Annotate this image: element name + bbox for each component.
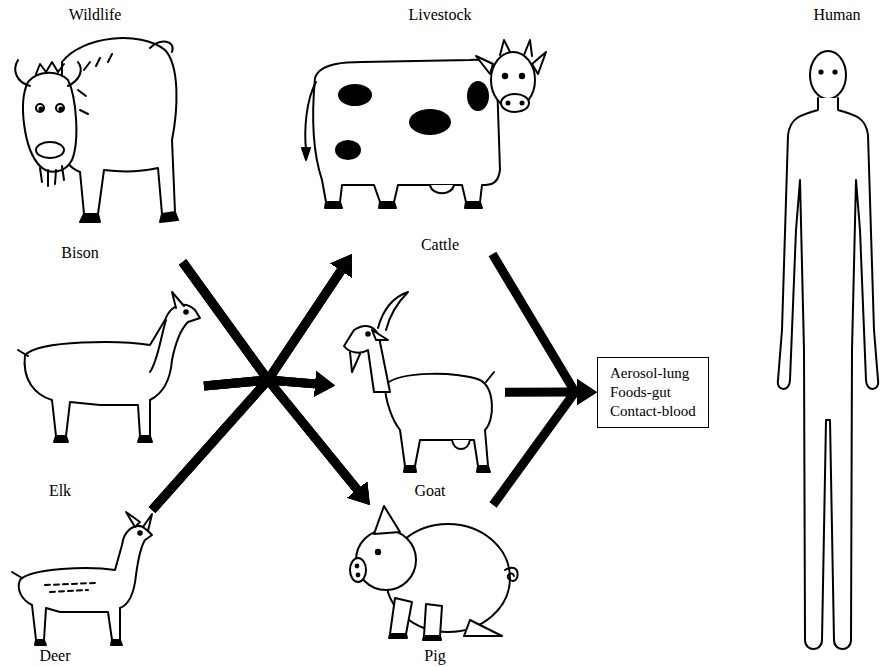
wildlife-node: Bison — [8, 28, 188, 262]
node-caption: Human — [813, 6, 860, 24]
transmission-arrow — [493, 392, 577, 505]
route-text: Foods-gut — [610, 383, 696, 402]
pig-drawing — [350, 506, 518, 640]
transmission-arrow — [505, 388, 577, 397]
livestock-node: Goat — [335, 285, 505, 500]
deer-drawing — [12, 512, 152, 645]
goat-drawing — [344, 292, 494, 472]
column-heading: Wildlife — [69, 6, 122, 24]
route-box: Aerosol-lungFoods-gutContact-blood — [597, 357, 709, 428]
node-caption: Elk — [49, 482, 71, 500]
transmission-arrow — [492, 254, 577, 392]
transmission-arrow — [152, 380, 357, 510]
transmission-arrow — [152, 380, 315, 510]
transmission-arrow — [183, 262, 341, 380]
transmission-arrow — [183, 262, 315, 384]
cattle-drawing — [302, 40, 546, 208]
node-caption: Deer — [39, 647, 70, 665]
wildlife-node: Elk — [12, 290, 204, 500]
node-caption: Bison — [61, 244, 98, 262]
human-figure — [778, 51, 878, 649]
human-node: Human — [768, 6, 884, 662]
elk-drawing — [18, 292, 200, 442]
node-caption: Cattle — [421, 236, 459, 254]
route-text: Aerosol-lung — [610, 364, 696, 383]
wildlife-node: Deer — [8, 510, 158, 665]
livestock-node: Pig — [345, 505, 525, 665]
node-caption: Pig — [424, 647, 445, 665]
route-text: Contact-blood — [610, 402, 696, 421]
column-heading: Livestock — [408, 6, 471, 24]
livestock-node: Cattle — [302, 32, 550, 254]
node-caption: Goat — [414, 482, 445, 500]
bison-drawing — [15, 38, 178, 222]
